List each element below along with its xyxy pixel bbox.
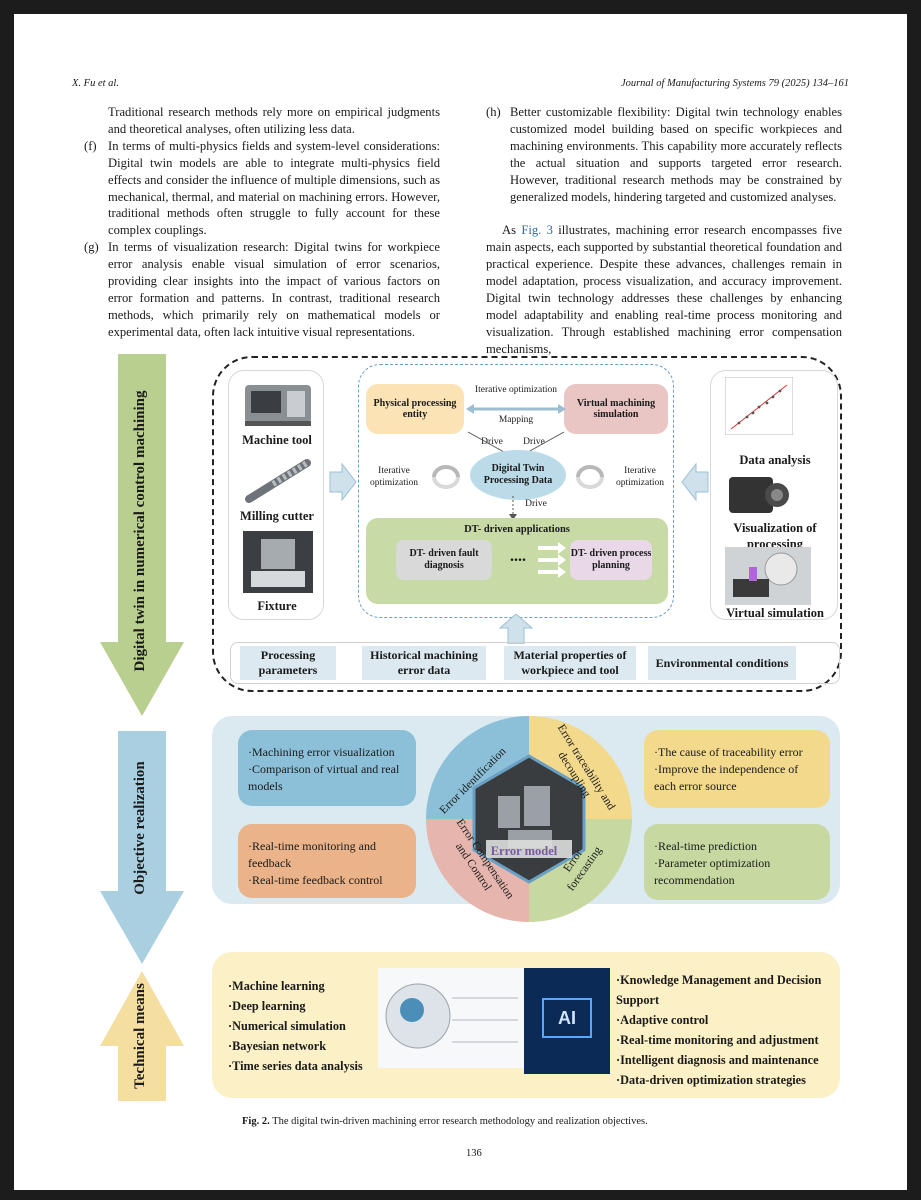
physical-entity-box: Physical processing entity (366, 384, 464, 434)
input-environmental-conditions: Environmental conditions (648, 646, 796, 680)
drive-arrows (467, 431, 565, 453)
iterative-optimization-left: Iterative optimization (369, 466, 419, 488)
camera-icon (729, 477, 789, 513)
data-analysis-chart-icon (725, 377, 793, 435)
page-number: 136 (466, 1148, 482, 1159)
ai-head-illustration (378, 968, 528, 1068)
paragraph: Traditional research methods rely more o… (108, 105, 440, 136)
dt-section-boundary (212, 356, 842, 692)
list-text: In terms of visualization research: Digi… (108, 240, 440, 339)
data-analysis-label: Data analysis (739, 452, 811, 467)
inputs-up-arrow (498, 614, 534, 644)
yellow-arrow (100, 971, 184, 1101)
drive-left-label: Drive (481, 437, 503, 447)
cycle-left-icon (432, 465, 460, 489)
objective-traceability-box: ·The cause of traceability error·Improve… (644, 730, 830, 808)
dt-processing-data-core: Digital Twin Processing Data (470, 450, 566, 500)
mapping-label: Mapping (498, 415, 534, 425)
list-item: (f) In terms of multi-physics fields and … (84, 138, 440, 239)
milling-cutter-label: Milling cutter (240, 508, 314, 523)
fixture-icon (243, 531, 313, 593)
milling-cutter-icon (245, 459, 311, 503)
iterative-optimization-top: Iterative optimization (474, 385, 558, 395)
right-column: (h) Better customizable flexibility: Digi… (486, 104, 842, 358)
inputs-row (230, 642, 840, 684)
input-historical-error-data: Historical machining error data (362, 646, 486, 680)
list-label: (f) (84, 138, 97, 153)
machine-tool-label: Machine tool (242, 432, 312, 447)
list-text: In terms of multi-physics fields and sys… (108, 138, 440, 238)
technical-methods-list: ·Machine learning ·Deep learning ·Numeri… (228, 979, 363, 1073)
input-processing-parameters: Processing parameters (240, 646, 336, 680)
machine-tool-icon (245, 385, 311, 426)
left-entity-panel: Machine tool Milling cutter Fixture (228, 370, 324, 620)
objective-monitoring-box: ·Real-time monitoring and feedback·Real-… (238, 824, 416, 898)
running-header-journal: Journal of Manufacturing Systems 79 (202… (620, 78, 849, 89)
mapping-arrow (466, 404, 566, 414)
figure-2: Digital twin in numerical control machin… (96, 346, 856, 1106)
green-arrow (100, 354, 184, 716)
error-model-label: Error model (490, 843, 558, 858)
virtual-simulation-label: Virtual simulation (726, 605, 824, 620)
dt-apps-title: DT- driven applications (464, 523, 570, 535)
left-column: Traditional research methods rely more o… (84, 104, 440, 341)
cycle-right-icon (576, 465, 604, 489)
fault-diagnosis-box: DT- driven fault diagnosis (396, 540, 492, 580)
figure-link[interactable]: Fig. 3 (521, 223, 553, 238)
objective-arrow-label: Objective realization (132, 761, 148, 895)
dt-arrow-label: Digital twin in numerical control machin… (132, 390, 148, 672)
app-flow-arrows (538, 542, 566, 578)
list-label: (h) (486, 105, 501, 119)
list-item: (h) Better customizable flexibility: Digi… (486, 104, 842, 205)
ai-chip-illustration: AI (524, 968, 610, 1074)
paragraph: As Fig. 3 illustrates, machining error r… (486, 223, 842, 356)
list-text: Better customizable flexibility: Digital… (510, 105, 842, 204)
list-label: (g) (84, 240, 99, 255)
paper-page: X. Fu et al. Journal of Manufacturing Sy… (14, 14, 907, 1190)
process-planning-box: DT- driven process planning (570, 540, 652, 580)
left-to-center-arrow (329, 462, 357, 502)
blue-arrow (100, 731, 184, 964)
more-apps-dots: .... (510, 548, 526, 565)
technical-applications-list: ·Knowledge Management and Decision Suppo… (616, 973, 822, 1087)
technical-arrow-label: Technical means (132, 983, 148, 1089)
list-item: (g) In terms of visualization research: D… (84, 239, 440, 340)
objective-visualization-box: ·Machining error visualization·Compariso… (238, 730, 416, 806)
virtual-simulation-icon (725, 547, 811, 605)
running-header-authors: X. Fu et al. (72, 78, 119, 89)
drive-right-label: Drive (523, 437, 545, 447)
input-material-properties: Material properties of workpiece and too… (504, 646, 636, 680)
right-entity-panel: Data analysis Visualization of processin… (710, 370, 838, 620)
objective-forecasting-box: ·Real-time prediction·Parameter optimiza… (644, 824, 830, 900)
right-to-center-arrow (681, 462, 709, 502)
dt-applications-panel: DT- driven applications DT- driven fault… (366, 518, 668, 604)
ai-chip-label: AI (542, 998, 592, 1038)
fixture-label: Fixture (257, 598, 297, 613)
virtual-simulation-box: Virtual machining simulation (564, 384, 668, 434)
drive-down-arrow (509, 496, 517, 520)
iterative-optimization-right: Iterative optimization (615, 466, 665, 488)
arrows-graphic (100, 354, 184, 1101)
drive-down-label: Drive (525, 499, 547, 509)
error-model-wheel (426, 716, 632, 922)
figure-caption: Fig. 2. The digital twin-driven machinin… (242, 1116, 648, 1127)
